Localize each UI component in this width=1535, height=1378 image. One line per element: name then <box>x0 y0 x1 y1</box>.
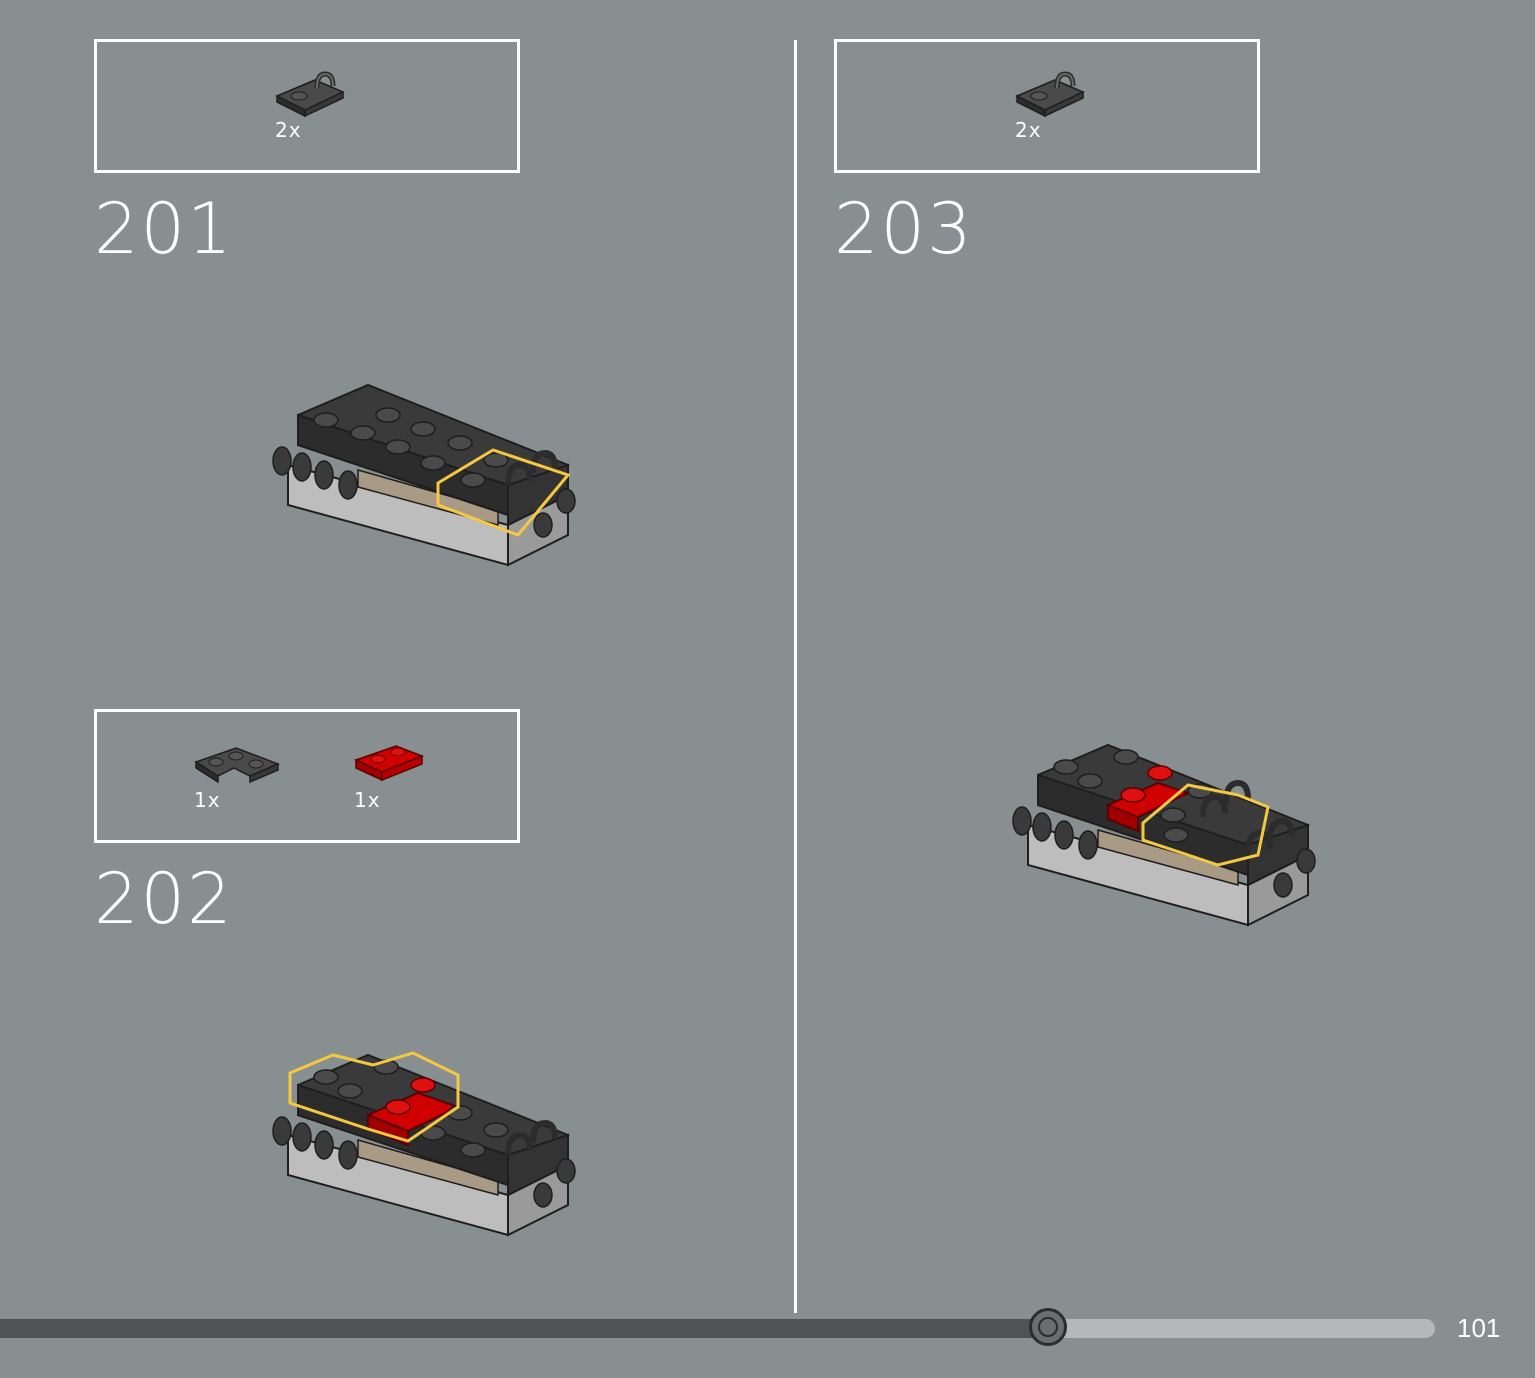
clip-plate-icon <box>1015 71 1085 118</box>
model-step-201-illustration <box>272 383 576 567</box>
clip-plate-icon <box>275 71 345 118</box>
parts-callout-step-202: 1x 1x <box>94 709 520 843</box>
plate-1x2-icon <box>354 745 425 782</box>
part-corner-plate: 1x <box>194 740 284 820</box>
parts-callout-step-201: 2x <box>94 39 520 173</box>
part-quantity: 1x <box>194 788 221 812</box>
corner-plate-icon <box>194 747 280 784</box>
model-step-202-illustration <box>272 1051 576 1237</box>
part-quantity: 2x <box>275 118 302 142</box>
step-number-203: 203 <box>834 188 974 270</box>
parts-callout-step-203: 2x <box>834 39 1260 173</box>
part-red-plate-1x2: 1x <box>354 740 444 820</box>
part-quantity: 2x <box>1015 118 1042 142</box>
part-quantity: 1x <box>354 788 381 812</box>
slider-handle[interactable] <box>1029 1308 1067 1346</box>
page-column-divider <box>794 40 797 1313</box>
page-progress-slider[interactable] <box>0 1308 1435 1346</box>
part-clip-plate: 2x <box>275 70 365 150</box>
page-number: 101 <box>1457 1313 1501 1343</box>
step-number-202: 202 <box>94 858 234 940</box>
progress-fill <box>0 1319 1048 1338</box>
step-number-201: 201 <box>94 188 234 270</box>
model-step-203-illustration <box>1012 743 1316 927</box>
part-clip-plate: 2x <box>1015 70 1105 150</box>
